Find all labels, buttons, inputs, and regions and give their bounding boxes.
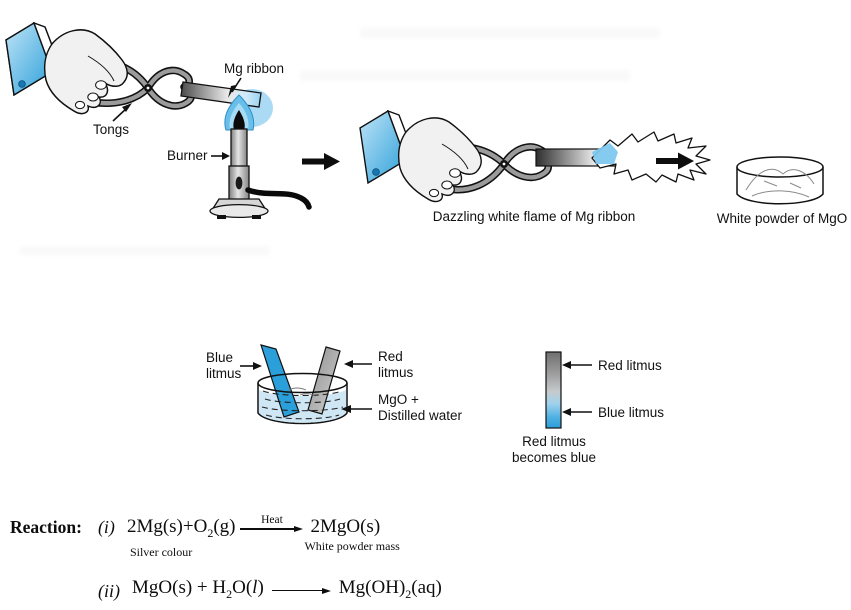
- mg-ribbon-label: Mg ribbon: [224, 61, 285, 76]
- water-dashes: [261, 390, 344, 420]
- litmus-dish-rim: [257, 372, 348, 394]
- eq2-lhs-subscript: 2: [226, 586, 233, 601]
- litmus-result-caption: Red litmus becomes blue: [511, 434, 597, 465]
- label-arrow-solution: [341, 405, 372, 413]
- eq2-lhs-text2: O(: [232, 576, 253, 598]
- reaction-row-1: Reaction: (i) 2Mg(s)+O2(g) Silver colour…: [10, 514, 490, 559]
- powder-dish-rim: [736, 156, 824, 178]
- flow-arrow-icon: [302, 153, 340, 170]
- flame-blue-base: [592, 143, 618, 164]
- mg-ribbon: [180, 81, 262, 108]
- red-litmus-strip: [307, 346, 341, 415]
- scene-heating-ribbon: [5, 22, 312, 219]
- reaction-row-2: (ii) MgO(s) + H2O(l) Mg(OH)2(aq): [98, 575, 490, 607]
- suspension-swirls: [287, 387, 316, 397]
- gas-hose: [245, 187, 312, 210]
- powder-mound-lines: [745, 168, 815, 198]
- result-blue-litmus-label: Blue litmus: [598, 405, 665, 420]
- solution-label: MgO + Distilled water: [378, 392, 463, 423]
- eq1-lhs-subscript: 2: [207, 525, 214, 540]
- scene-litmus-result: [545, 351, 592, 429]
- label-arrow-mg-ribbon: [228, 77, 242, 98]
- reaction-1-number: (i): [97, 517, 115, 537]
- reaction-heading: Reaction:: [10, 517, 82, 537]
- result-litmus-strip: [545, 351, 562, 429]
- reaction-1-lhs: 2Mg(s)+O2(g) Silver colour: [127, 514, 236, 559]
- blue-litmus-strip: [260, 344, 300, 418]
- burner-label: Burner: [167, 148, 208, 163]
- label-arrow-blue-litmus: [562, 408, 592, 416]
- burner: [209, 128, 312, 219]
- scene-dazzling-flame: [359, 110, 711, 203]
- eq1-lhs-text2: (g): [213, 516, 236, 537]
- tongs-label: Tongs: [93, 122, 130, 137]
- arrow-shaft: [240, 528, 295, 530]
- bleed-through-artifact: [20, 246, 270, 255]
- eq2-lhs-text: MgO(s) + H: [132, 576, 227, 598]
- label-arrow-burner: [211, 152, 230, 160]
- blue-litmus-label: Blue litmus: [206, 350, 242, 381]
- eq2-rhs-subscript: 2: [405, 586, 412, 601]
- eq2-rhs-text2: (aq): [411, 576, 442, 598]
- eq2-lhs-text3: ): [257, 576, 264, 598]
- burner-air-hole: [235, 176, 243, 190]
- burner-flame: [224, 94, 255, 131]
- bleed-through-artifact: [360, 28, 660, 38]
- reaction-1-rhs: 2MgO(s) White powder mass: [304, 514, 399, 553]
- label-arrow-red-litmus: [562, 361, 592, 369]
- reaction-arrow: [271, 587, 331, 594]
- dazzling-flame-caption: Dazzling white flame of Mg ribbon: [432, 209, 636, 224]
- arrow-head-icon: [321, 587, 331, 594]
- eq2-state-liquid: l: [252, 576, 258, 598]
- bleed-through-artifact: [300, 70, 630, 81]
- eq1-rhs-text: 2MgO(s): [310, 516, 381, 537]
- white-powder-caption: White powder of MgO: [716, 211, 848, 226]
- red-litmus-label: Red litmus: [378, 349, 414, 380]
- scene-mgo-powder: [736, 156, 824, 205]
- reaction-1-rhs-note: White powder mass: [304, 539, 400, 553]
- scene-litmus-test: [240, 344, 372, 425]
- reaction-1-lhs-note: Silver colour: [129, 544, 193, 559]
- reaction-block: Reaction: (i) 2Mg(s)+O2(g) Silver colour…: [10, 514, 490, 607]
- result-red-litmus-label: Red litmus: [598, 358, 662, 373]
- reaction-2-number: (ii): [98, 580, 120, 601]
- eq2-rhs-text: Mg(OH): [338, 576, 406, 598]
- label-arrow-red-litmus: [344, 360, 372, 368]
- arrow-head-icon: [294, 526, 304, 532]
- burner-base: [209, 203, 269, 219]
- white-flame: [591, 131, 711, 183]
- label-arrow-tongs: [112, 103, 132, 122]
- heat-arrow-label: Heat: [261, 514, 283, 526]
- eq1-lhs-text: 2Mg(s)+O: [126, 516, 208, 537]
- arrow-shaft: [271, 589, 322, 592]
- label-arrow-blue-litmus: [240, 362, 262, 370]
- flow-arrow-icon: [656, 152, 694, 170]
- heat-arrow: Heat: [240, 514, 304, 532]
